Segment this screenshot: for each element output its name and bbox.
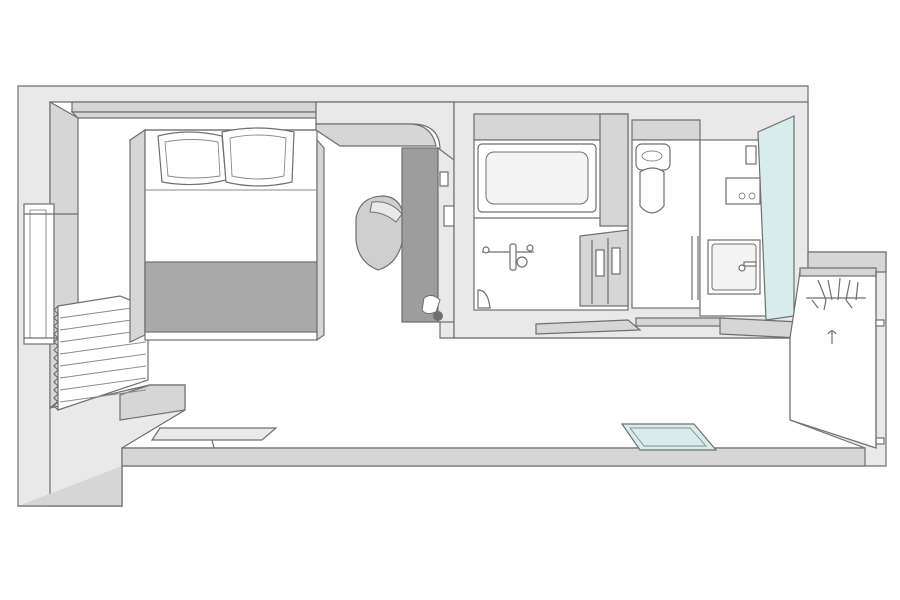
vanity [699,115,801,339]
shower-fixture [477,243,534,309]
pillows [157,127,295,187]
bedroom [18,100,866,507]
bathtub [477,143,597,213]
desk [401,146,455,323]
coat-hooks [806,277,866,311]
bed-runner [144,261,318,333]
sliding-door [579,229,629,307]
lamp [421,294,443,321]
armchair [355,195,405,271]
bed [129,127,325,343]
bathroom [473,113,642,335]
entry [788,251,887,449]
toilet [635,143,671,214]
window [23,203,78,345]
tray [725,177,761,205]
floor-mat-bedroom [150,427,278,449]
sink [707,239,761,295]
toilet-room [631,119,725,327]
floor-mat-entry [620,423,718,451]
